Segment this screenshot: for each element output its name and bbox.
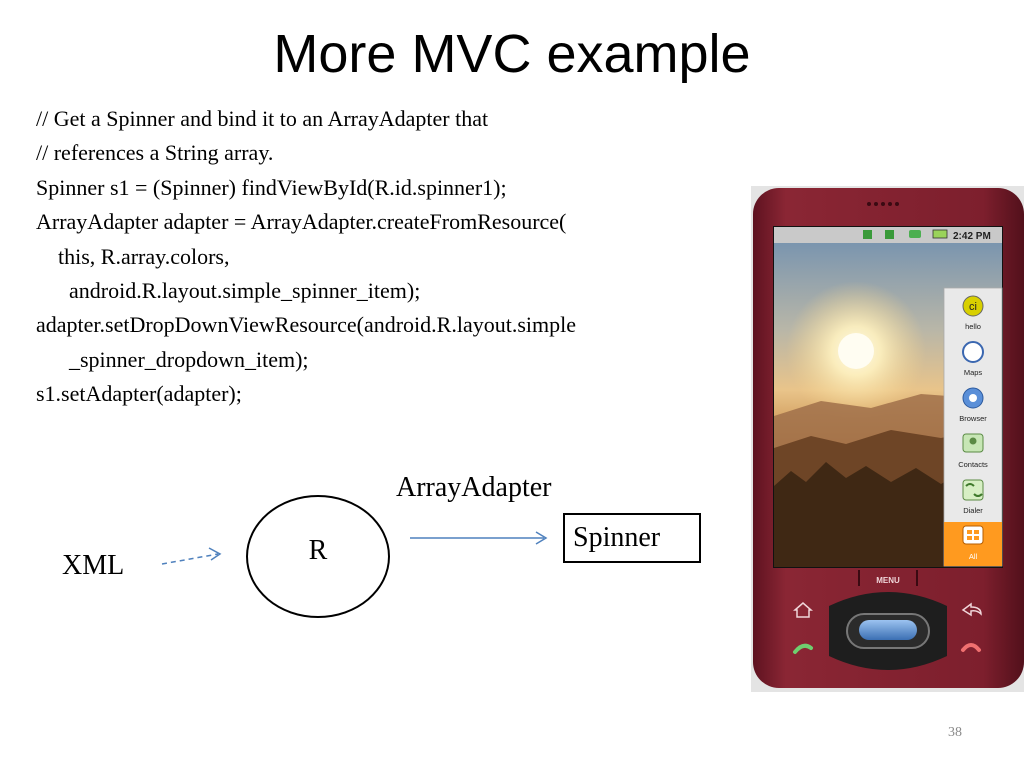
r-node: R	[246, 495, 390, 618]
all-apps-icon	[962, 525, 984, 545]
menu-label: MENU	[876, 576, 900, 585]
back-icon	[961, 602, 982, 617]
app-label: All	[969, 552, 978, 561]
app-label: hello	[965, 322, 981, 331]
code-line: ArrayAdapter adapter = ArrayAdapter.crea…	[36, 209, 567, 235]
browser-app-icon	[962, 387, 984, 409]
r-to-spinner-arrow	[410, 531, 548, 545]
array-adapter-label: ArrayAdapter	[396, 472, 552, 503]
page-number: 38	[948, 725, 962, 740]
xml-to-r-arrow	[161, 547, 222, 565]
code-line: this, R.array.colors,	[36, 243, 230, 269]
app-label: Contacts	[958, 460, 988, 469]
code-line: // Get a Spinner and bind it to an Array…	[36, 106, 489, 131]
spinner-label: Spinner	[573, 522, 661, 553]
end-call-icon	[961, 643, 981, 652]
xml-label: XML	[62, 550, 125, 581]
r-label: R	[308, 535, 328, 566]
code-line: android.R.layout.simple_spinner_item);	[36, 278, 421, 304]
trackball-icon	[859, 620, 917, 640]
app-label: Maps	[964, 368, 983, 377]
code-line: adapter.setDropDownViewResource(android.…	[36, 312, 576, 338]
android-phone-image: 2:42 PM ci hello Maps Browser Contacts D…	[751, 186, 1024, 692]
svg-text:ci: ci	[969, 301, 977, 313]
code-block: // Get a Spinner and bind it to an Array…	[36, 102, 756, 412]
app-label: Browser	[959, 414, 987, 423]
app-label: Dialer	[963, 506, 983, 515]
code-line: // references a String array.	[36, 140, 274, 166]
maps-app-icon	[962, 341, 984, 363]
home-icon	[793, 602, 813, 618]
code-line: Spinner s1 = (Spinner) findViewById(R.id…	[36, 174, 507, 200]
dialer-app-icon	[962, 479, 984, 501]
status-time: 2:42 PM	[953, 231, 991, 242]
slide-title: More MVC example	[273, 24, 751, 84]
code-line: _spinner_dropdown_item);	[36, 346, 309, 372]
spinner-node: Spinner	[563, 513, 701, 563]
code-line: s1.setAdapter(adapter);	[36, 381, 242, 407]
contacts-app-icon	[962, 433, 984, 453]
call-icon	[793, 643, 813, 654]
hello-app-icon: ci	[962, 295, 984, 317]
